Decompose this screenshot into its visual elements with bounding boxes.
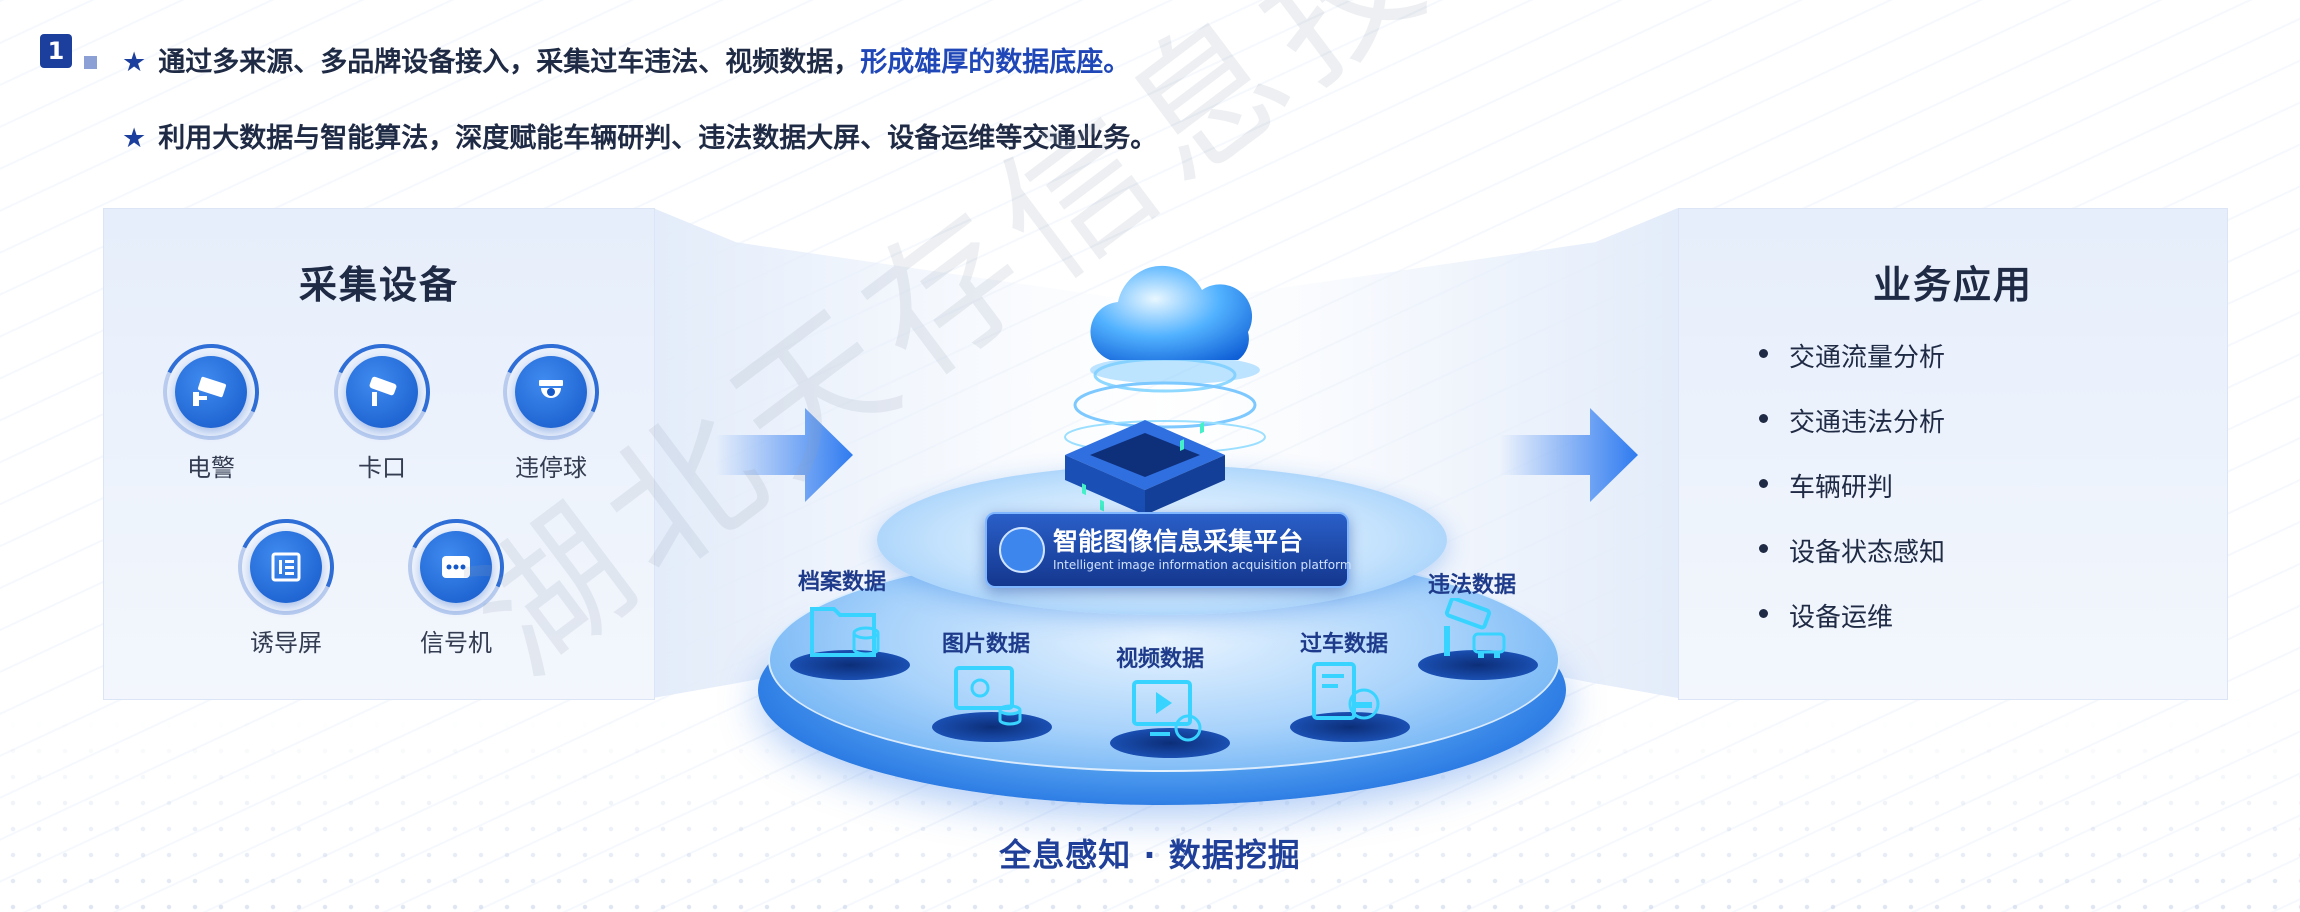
cloud-icon (1090, 265, 1260, 384)
device-label: 信号机 (420, 629, 492, 657)
flow-arrow-out-icon (1500, 408, 1638, 502)
data-type-label: 档案数据 (798, 570, 887, 595)
device-signal-controller: 信号机 (394, 505, 518, 658)
violation-camera-icon (1444, 598, 1506, 658)
platform-title: 智能图像信息采集平台 (1053, 527, 1304, 556)
platform-name-badge: 智能图像信息采集平台 Intelligent image information… (985, 512, 1352, 588)
application-item: 交通违法分析 (1759, 402, 1945, 467)
camera-icon (175, 356, 247, 428)
star-icon: ★ (122, 123, 147, 154)
image-data-icon (954, 666, 1022, 726)
device-label: 违停球 (515, 454, 587, 482)
platform-subtitle: Intelligent image information acquisitio… (1053, 558, 1352, 572)
application-item: 设备运维 (1759, 597, 1945, 662)
collection-panel-title: 采集设备 (298, 263, 459, 307)
signal-controller-icon (420, 531, 492, 603)
video-data-icon (1132, 680, 1202, 742)
intro-bullet-1-highlight: 形成雄厚的数据底座。 (860, 47, 1131, 78)
intro-bullet-1: ★ 通过多来源、多品牌设备接入，采集过车违法、视频数据，形成雄厚的数据底座。 (122, 40, 1130, 79)
applications-panel-title: 业务应用 (1872, 263, 2033, 307)
section-number-badge: 1 (40, 34, 72, 68)
intro-bullet-2: ★ 利用大数据与智能算法，深度赋能车辆研判、违法数据大屏、设备运维等交通业务。 (122, 116, 1157, 155)
device-guidance-screen: 诱导屏 (224, 505, 348, 658)
data-type-label: 视频数据 (1116, 647, 1205, 672)
application-item: 设备状态感知 (1759, 532, 1945, 597)
device-label: 电警 (187, 454, 235, 482)
dome-camera-icon (515, 356, 587, 428)
device-label: 卡口 (358, 454, 406, 482)
device-parking-dome: 违停球 (489, 330, 613, 483)
application-item: 车辆研判 (1759, 467, 1945, 532)
data-type-label: 过车数据 (1300, 632, 1389, 657)
flow-arrow-in-icon (715, 408, 853, 502)
badge-accent-square (84, 56, 97, 69)
application-item: 交通流量分析 (1759, 337, 1945, 402)
platform-caption: 全息感知 · 数据挖掘 (999, 836, 1301, 874)
bullet-camera-icon (346, 356, 418, 428)
display-screen-icon (250, 531, 322, 603)
data-pit (932, 712, 1052, 742)
device-label: 诱导屏 (250, 629, 322, 657)
vehicle-pass-data-icon (1312, 662, 1380, 720)
server-chip-icon (1065, 420, 1225, 515)
star-icon: ★ (122, 47, 147, 78)
archive-folder-icon (810, 607, 880, 657)
platform-logo (999, 527, 1045, 573)
data-type-label: 图片数据 (942, 632, 1031, 657)
collection-devices-panel: 采集设备 电警 卡口 违停球 (103, 208, 655, 700)
device-checkpoint: 卡口 (320, 330, 444, 483)
device-e-police: 电警 (149, 330, 273, 483)
business-applications-panel: 业务应用 交通流量分析 交通违法分析 车辆研判 设备状态感知 设备运维 (1678, 208, 2228, 700)
intro-bullet-2-text: 利用大数据与智能算法，深度赋能车辆研判、违法数据大屏、设备运维等交通业务。 (158, 123, 1158, 154)
intro-bullet-1-text: 通过多来源、多品牌设备接入，采集过车违法、视频数据， (158, 47, 861, 78)
applications-list: 交通流量分析 交通违法分析 车辆研判 设备状态感知 设备运维 (1759, 337, 1945, 662)
data-type-label: 违法数据 (1428, 573, 1517, 598)
